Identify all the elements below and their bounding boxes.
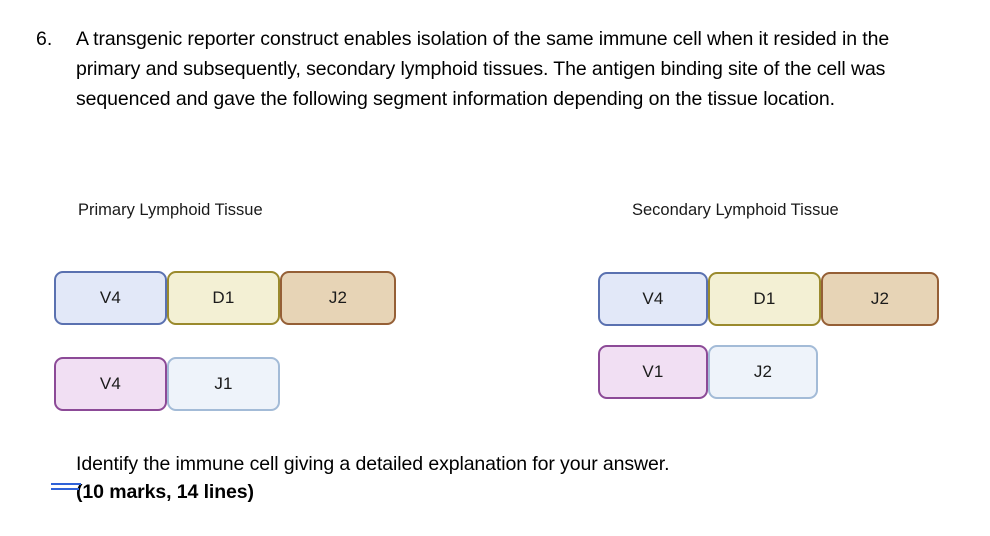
primary-row-1: V4 D1 J2 <box>54 271 396 325</box>
primary-row-2: V4 J1 <box>54 357 280 411</box>
segment-primary-r1-d1[interactable]: D1 <box>167 271 280 325</box>
segment-primary-r1-j2[interactable]: J2 <box>280 271 396 325</box>
marks-text: (10 marks, 14 lines) <box>76 481 254 503</box>
panel-title-primary: Primary Lymphoid Tissue <box>78 201 263 219</box>
segment-primary-r1-v4[interactable]: V4 <box>54 271 167 325</box>
segment-secondary-r1-j2[interactable]: J2 <box>821 272 939 326</box>
secondary-row-1: V4 D1 J2 <box>598 272 939 326</box>
instruction-text: Identify the immune cell giving a detail… <box>76 453 670 475</box>
segment-secondary-r1-v4[interactable]: V4 <box>598 272 708 326</box>
panel-title-secondary: Secondary Lymphoid Tissue <box>632 201 839 219</box>
closing-block: Identify the immune cell giving a detail… <box>51 450 956 506</box>
segment-secondary-r1-d1[interactable]: D1 <box>708 272 821 326</box>
segment-secondary-r2-j2[interactable]: J2 <box>708 345 818 399</box>
segment-secondary-r2-v1[interactable]: V1 <box>598 345 708 399</box>
secondary-row-2: V1 J2 <box>598 345 818 399</box>
segment-primary-r2-j1[interactable]: J1 <box>167 357 280 411</box>
question-number: 6. <box>36 28 53 50</box>
segment-primary-r2-v4[interactable]: V4 <box>54 357 167 411</box>
question-stem-text: A transgenic reporter construct enables … <box>76 28 890 110</box>
blue-underline-mark <box>51 483 81 492</box>
question-block: 6. A transgenic reporter construct enabl… <box>36 24 956 114</box>
